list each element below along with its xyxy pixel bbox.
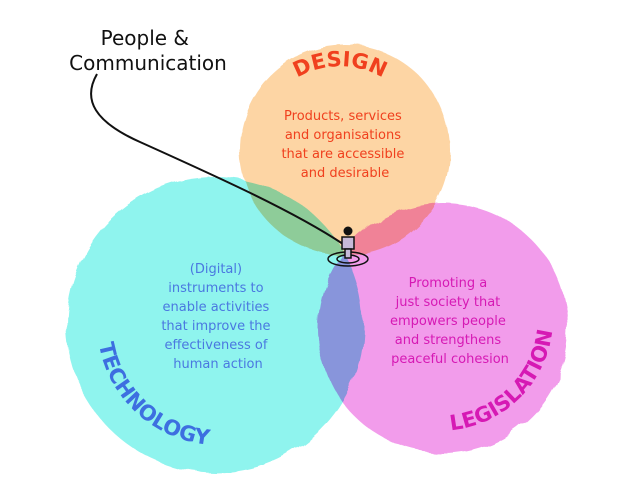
- connector-line: [90, 73, 344, 245]
- diagram-title: People & Communication: [69, 26, 227, 75]
- technology-description: (Digital) instruments to enable activiti…: [161, 262, 274, 372]
- legislation-description: Promoting a just society that empowers p…: [390, 276, 510, 367]
- technology-circle: [67, 177, 363, 473]
- person-on-target-icon: [327, 226, 369, 267]
- design-description: Products, services and organisations tha…: [281, 109, 408, 181]
- legislation-circle: [318, 203, 568, 453]
